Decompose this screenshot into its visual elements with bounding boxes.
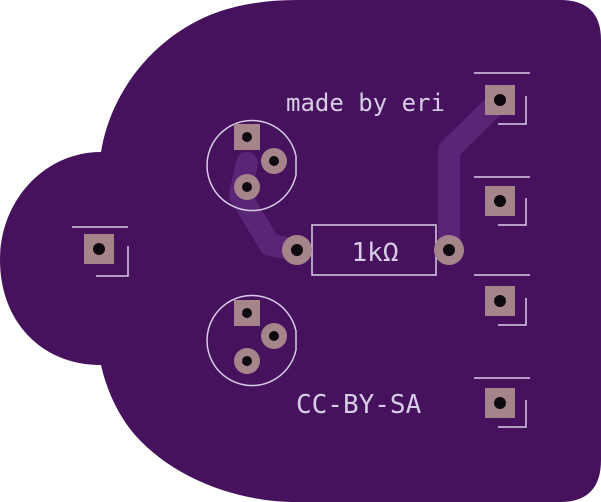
header-pin-left <box>72 226 129 277</box>
drill-hole <box>443 244 455 256</box>
drill-hole <box>269 156 279 166</box>
drill-hole <box>242 132 252 142</box>
led-footprint-icon <box>206 294 297 387</box>
license-text: CC-BY-SA <box>296 390 422 420</box>
header-pin-right-4 <box>474 377 530 428</box>
trace-resistor-to-header <box>438 89 511 261</box>
led-footprint-icon <box>206 119 297 212</box>
header-pin-right-2 <box>474 176 530 226</box>
drill-hole <box>494 397 506 409</box>
drill-hole <box>494 195 506 207</box>
drill-hole <box>291 244 303 256</box>
drill-hole <box>242 182 252 192</box>
drill-hole <box>269 331 279 341</box>
drill-hole <box>494 295 506 307</box>
drill-hole <box>242 308 252 318</box>
maker-text: made by eri <box>286 89 445 117</box>
led-footprint-top <box>206 119 297 212</box>
drill-hole <box>242 356 252 366</box>
drill-hole <box>494 94 506 106</box>
header-pin-right-1 <box>474 72 530 125</box>
resistor-footprint-icon: 1kΩ <box>282 224 464 276</box>
drill-hole <box>93 243 105 255</box>
led-footprint-bottom <box>206 294 297 387</box>
header-pin-right-3 <box>474 274 530 326</box>
resistor-label: 1kΩ <box>352 238 399 268</box>
